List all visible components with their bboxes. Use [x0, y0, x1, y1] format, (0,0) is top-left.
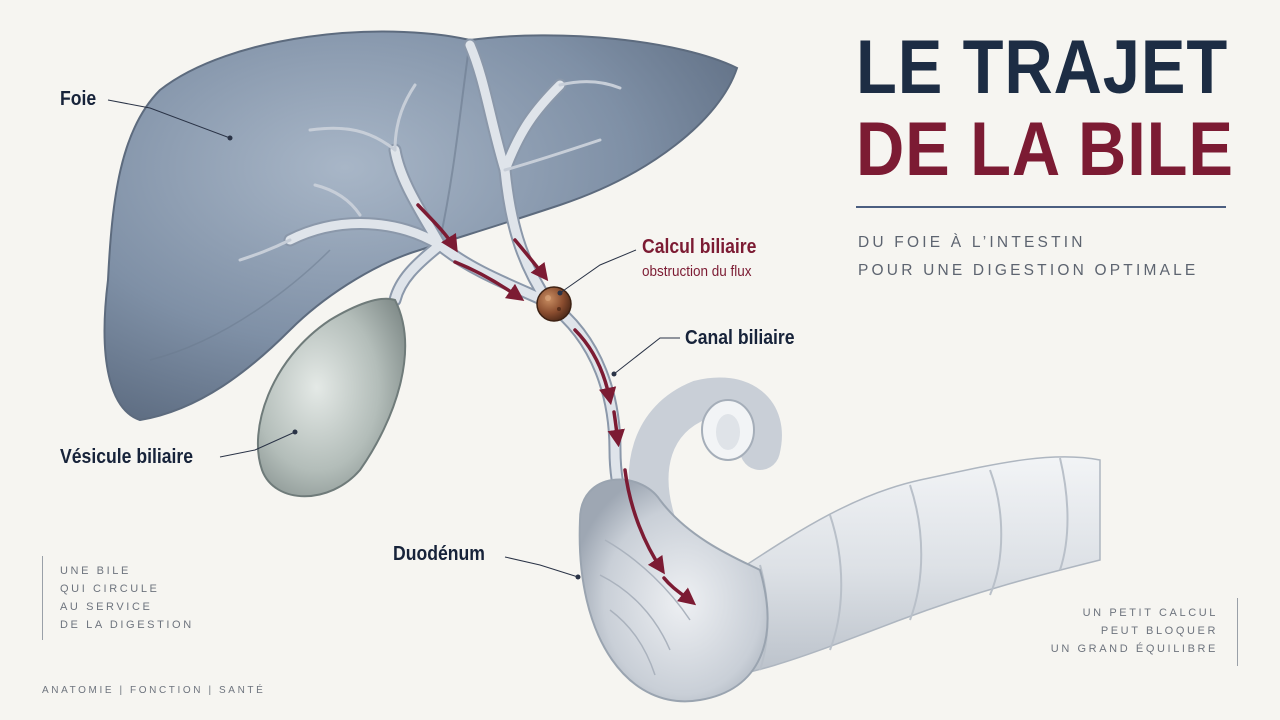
label-gallstone-note: obstruction du flux — [642, 263, 752, 280]
title-line-1: LE TRAJET — [856, 25, 1229, 110]
label-duodenum: Duodénum — [393, 543, 485, 565]
liver — [103, 30, 739, 422]
label-bile-duct: Canal biliaire — [685, 327, 795, 349]
side-note-left-line: AU SERVICE — [60, 601, 153, 613]
side-note-right-bar — [1237, 598, 1238, 666]
gallbladder — [256, 297, 407, 498]
side-note-right-line: PEUT BLOQUER — [1100, 625, 1218, 637]
title-divider — [856, 206, 1226, 208]
title-line-2: DE LA BILE — [856, 107, 1234, 192]
leader-lines — [107, 99, 680, 580]
side-note-left-line: QUI CIRCULE — [60, 583, 160, 595]
side-note-left-line: UNE BILE — [60, 565, 131, 577]
label-liver: Foie — [60, 88, 97, 110]
side-note-left-bar — [42, 556, 43, 640]
side-note-left: UNE BILE QUI CIRCULE AU SERVICE DE LA DI… — [60, 562, 194, 634]
side-note-right-line: UN GRAND ÉQUILIBRE — [1050, 643, 1218, 655]
small-intestine — [628, 377, 1101, 681]
label-gallstone: Calcul biliaire — [642, 236, 757, 258]
side-note-right-line: UN PETIT CALCUL — [1082, 607, 1218, 619]
subtitle-line-2: POUR UNE DIGESTION OPTIMALE — [858, 262, 1199, 279]
gallstone-icon — [536, 286, 572, 322]
label-gallbladder: Vésicule biliaire — [60, 446, 194, 468]
flow-arrow-icon — [416, 203, 697, 606]
side-note-right: UN PETIT CALCUL PEUT BLOQUER UN GRAND ÉQ… — [1051, 604, 1218, 658]
duodenum — [578, 478, 769, 703]
subtitle-line-1: DU FOIE À L’INTESTIN — [858, 234, 1086, 251]
footer-tags: ANATOMIE | FONCTION | SANTÉ — [42, 685, 266, 696]
side-note-left-line: DE LA DIGESTION — [60, 619, 194, 631]
